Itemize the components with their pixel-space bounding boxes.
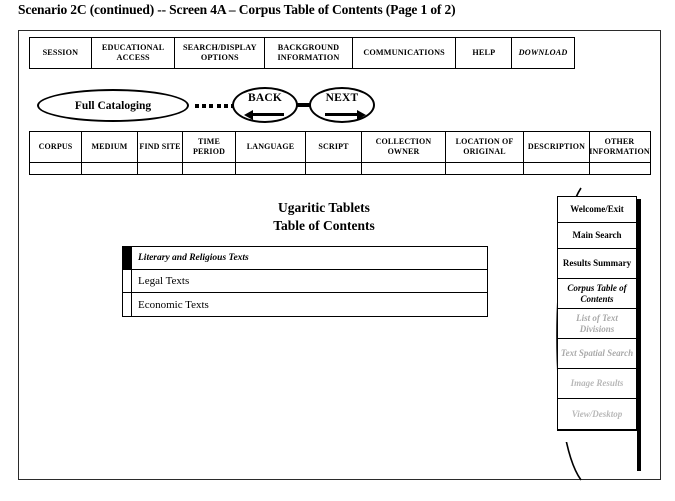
column-header-description[interactable]: DESCRIPTION xyxy=(524,132,590,162)
selection-marker-icon xyxy=(123,293,132,316)
sidebar-shadow xyxy=(637,199,641,471)
column-header-medium[interactable]: MEDIUM xyxy=(82,132,138,162)
column-header-corpus[interactable]: CORPUS xyxy=(30,132,82,162)
back-button-label: BACK xyxy=(247,92,283,104)
page-title: Scenario 2C (continued) -- Screen 4A – C… xyxy=(18,2,456,17)
selection-marker-icon xyxy=(123,247,132,269)
column-header-time-period[interactable]: TIME PERIOD xyxy=(183,132,236,162)
column-header-other-information[interactable]: OTHER INFORMATION xyxy=(589,137,650,156)
menu-item-download[interactable]: DOWNLOAD xyxy=(518,48,568,57)
sidebar-item-corpus-table-of-contents[interactable]: Corpus Table of Contents xyxy=(558,279,636,309)
column-header-location-of-original[interactable]: LOCATION OF ORIGINAL xyxy=(446,132,524,162)
menu-item-help[interactable]: HELP xyxy=(456,38,513,68)
toc-item-label-literary-and-religious-texts[interactable]: Literary and Religious Texts xyxy=(138,253,249,263)
sidebar-tail xyxy=(557,430,637,442)
corpus-column-table: CORPUS MEDIUM FIND SITE TIME PERIOD LANG… xyxy=(29,131,651,175)
navigation-row: Full Cataloging BACK NEXT xyxy=(19,83,662,131)
list-item[interactable]: Legal Texts xyxy=(123,270,487,293)
toc-item-label-legal-texts[interactable]: Legal Texts xyxy=(138,275,190,287)
column-header-collection-owner[interactable]: COLLECTION OWNER xyxy=(362,132,446,162)
content-heading: Ugaritic Tablets Table of Contents xyxy=(139,199,509,234)
table-cell-find-site[interactable] xyxy=(138,163,183,174)
content-heading-line-1: Ugaritic Tablets xyxy=(278,200,370,215)
next-button[interactable]: NEXT xyxy=(309,87,375,123)
sidebar-item-welcome-exit[interactable]: Welcome/Exit xyxy=(558,197,636,223)
menu-item-background-information[interactable]: BACKGROUND INFORMATION xyxy=(265,38,353,68)
sidebar-item-results-summary[interactable]: Results Summary xyxy=(558,249,636,279)
next-button-label: NEXT xyxy=(325,92,359,104)
sidebar-item-view-desktop[interactable]: View/Desktop xyxy=(558,399,636,429)
arrow-left-icon xyxy=(234,108,296,120)
sidebar-item-list-of-text-divisions[interactable]: List of Text Divisions xyxy=(558,309,636,339)
table-cell-language[interactable] xyxy=(236,163,306,174)
application-frame: SESSION EDUCATIONAL ACCESS SEARCH/DISPLA… xyxy=(18,30,661,480)
main-menu-bar: SESSION EDUCATIONAL ACCESS SEARCH/DISPLA… xyxy=(29,37,575,69)
table-cell-script[interactable] xyxy=(306,163,362,174)
sidebar-item-text-spatial-search[interactable]: Text Spatial Search xyxy=(558,339,636,369)
table-cell-corpus[interactable] xyxy=(30,163,82,174)
menu-item-educational-access[interactable]: EDUCATIONAL ACCESS xyxy=(92,38,176,68)
column-header-language[interactable]: LANGUAGE xyxy=(236,132,306,162)
selection-marker-icon xyxy=(123,270,132,292)
table-cell-location-of-original[interactable] xyxy=(446,163,524,174)
back-next-connector-line xyxy=(295,103,311,107)
table-cell-description[interactable] xyxy=(524,163,590,174)
menu-item-search-display-options[interactable]: SEARCH/DISPLAY OPTIONS xyxy=(175,38,266,68)
full-cataloging-button[interactable]: Full Cataloging xyxy=(37,89,189,122)
content-heading-line-2: Table of Contents xyxy=(273,217,375,233)
table-cell-time-period[interactable] xyxy=(183,163,236,174)
menu-item-communications[interactable]: COMMUNICATIONS xyxy=(353,38,457,68)
table-of-contents-list: Literary and Religious Texts Legal Texts… xyxy=(122,246,488,317)
column-header-find-site[interactable]: FIND SITE xyxy=(138,132,183,162)
dotted-connector xyxy=(195,104,235,108)
table-cell-other-information[interactable] xyxy=(590,163,649,174)
column-header-row: CORPUS MEDIUM FIND SITE TIME PERIOD LANG… xyxy=(30,132,650,162)
table-row[interactable] xyxy=(30,162,650,174)
sidebar-navigation: Welcome/Exit Main Search Results Summary… xyxy=(557,196,641,471)
list-item[interactable]: Literary and Religious Texts xyxy=(123,247,487,270)
back-button[interactable]: BACK xyxy=(232,87,298,123)
table-cell-medium[interactable] xyxy=(82,163,138,174)
menu-item-session[interactable]: SESSION xyxy=(30,38,92,68)
sidebar-box: Welcome/Exit Main Search Results Summary… xyxy=(557,196,637,430)
toc-item-label-economic-texts[interactable]: Economic Texts xyxy=(138,298,209,311)
sidebar-item-main-search[interactable]: Main Search xyxy=(558,223,636,249)
table-cell-collection-owner[interactable] xyxy=(362,163,446,174)
column-header-script[interactable]: SCRIPT xyxy=(306,132,362,162)
full-cataloging-label: Full Cataloging xyxy=(74,99,152,112)
sidebar-item-image-results[interactable]: Image Results xyxy=(558,369,636,399)
list-item[interactable]: Economic Texts xyxy=(123,293,487,316)
arrow-right-icon xyxy=(311,108,373,120)
